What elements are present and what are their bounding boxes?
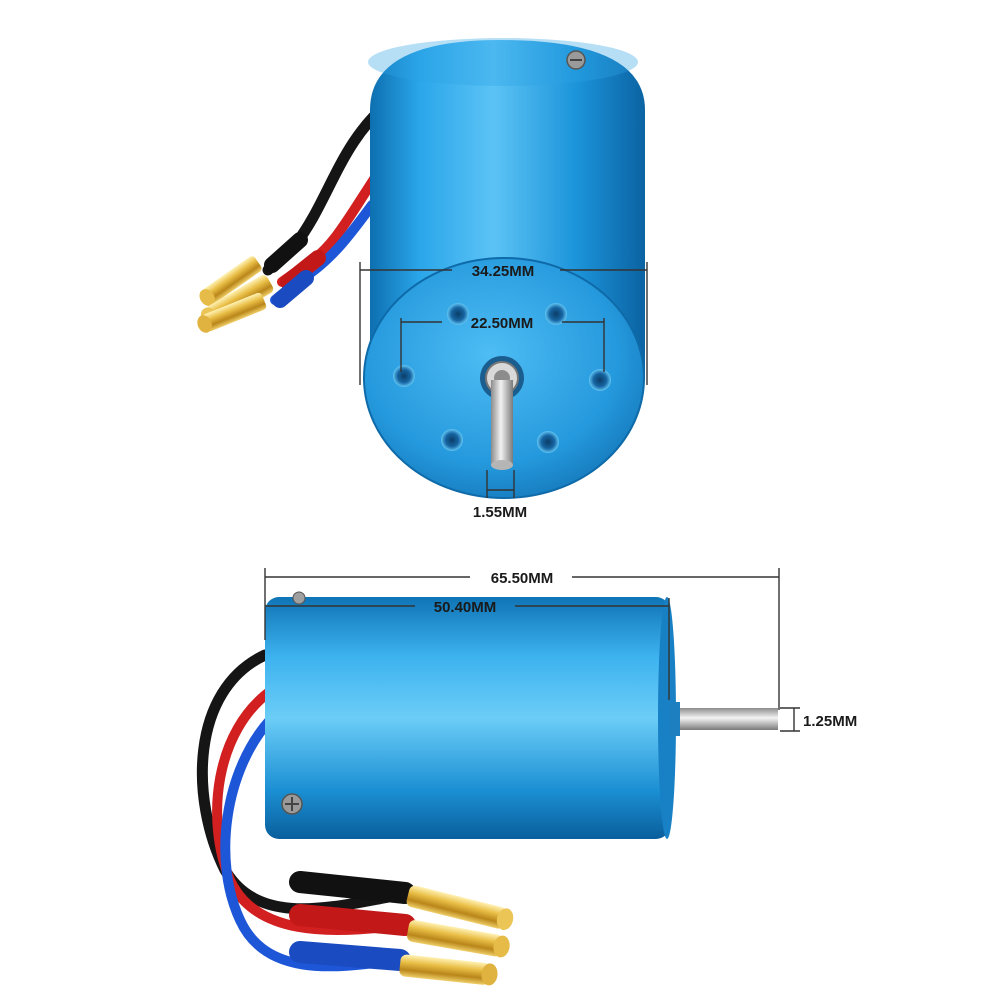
top-wires [262, 94, 398, 308]
bottom-dimension-lines [264, 568, 800, 732]
top-dimension-lines [359, 262, 648, 498]
bottom-bullet-connectors [399, 885, 514, 986]
mount-hole-spacing-label: 22.50MM [471, 315, 534, 332]
top-motor [197, 38, 645, 499]
top-bullet-connectors [197, 256, 274, 333]
shaft-diameter-label: 1.25MM [803, 713, 857, 730]
can-length-label: 50.40MM [434, 599, 497, 616]
top-shaft [491, 380, 513, 465]
motor-can [265, 597, 670, 839]
bottom-motor [196, 591, 778, 986]
bottom-wires [196, 649, 416, 972]
total-length-label: 65.50MM [491, 570, 554, 587]
outer-diameter-label: 34.25MM [472, 263, 535, 280]
shaft-gap-label: 1.55MM [473, 504, 527, 521]
bottom-shaft [675, 708, 778, 730]
mount-holes [393, 303, 611, 453]
